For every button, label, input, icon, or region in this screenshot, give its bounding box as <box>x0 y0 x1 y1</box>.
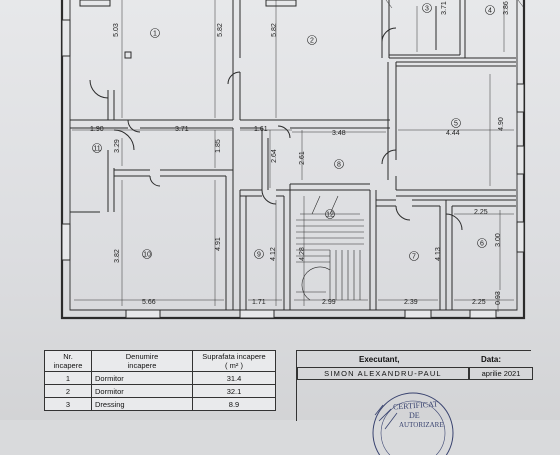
date-label: Data: <box>481 355 502 364</box>
executant-name: SIMON ALEXANDRU-PAUL <box>297 367 469 380</box>
rooms-table: Nr. incapere Denumire incapere Suprafata… <box>44 350 276 411</box>
dim-371-a: 3.71 <box>441 1 448 15</box>
header-nr: Nr. incapere <box>44 350 92 372</box>
table-row: 2 Dormitor 32.1 <box>44 384 276 398</box>
dim-503: 5.03 <box>113 23 120 37</box>
room-number-7: 7 <box>412 254 416 261</box>
dim-261: 2.61 <box>299 151 306 165</box>
dim-300: 3.00 <box>495 233 502 247</box>
row-area: 31.4 <box>192 371 276 385</box>
dim-412: 4.12 <box>270 247 277 261</box>
row-nr: 3 <box>44 397 92 411</box>
room-number-5: 5 <box>454 121 458 128</box>
dim-582-b: 5.82 <box>271 23 278 37</box>
dim-225-b: 2.25 <box>472 299 486 306</box>
header-denumire: Denumire incapere <box>91 350 193 372</box>
dim-239: 2.39 <box>404 299 418 306</box>
dim-161: 1.61 <box>254 126 268 133</box>
header-suprafata: Suprafata incapere ( m² ) <box>192 350 276 372</box>
dim-190: 1.90 <box>90 126 104 133</box>
row-nr: 2 <box>44 384 92 398</box>
dim-299: 2.99 <box>322 299 336 306</box>
room-number-1: 1 <box>153 31 157 38</box>
table-row: 3 Dressing 8.9 <box>44 397 276 411</box>
row-name: Dressing <box>91 397 193 411</box>
room-number-6: 6 <box>480 241 484 248</box>
dim-329: 3.29 <box>114 139 121 153</box>
date-value: aprilie 2021 <box>469 367 533 380</box>
dim-371-b: 3.71 <box>175 126 189 133</box>
row-area: 8.9 <box>192 397 276 411</box>
dim-093: 0.93 <box>495 291 502 305</box>
dim-185: 1.85 <box>215 139 222 153</box>
row-area: 32.1 <box>192 384 276 398</box>
dim-566: 5.66 <box>142 299 156 306</box>
table-header-row: Nr. incapere Denumire incapere Suprafata… <box>44 350 276 372</box>
dim-348: 3.48 <box>332 130 346 137</box>
room-number-4: 4 <box>488 8 492 15</box>
dim-386: 3.86 <box>503 1 510 15</box>
dim-264: 2.64 <box>271 149 278 163</box>
dim-382: 3.82 <box>114 249 121 263</box>
room-number-9: 9 <box>257 252 261 259</box>
dim-171: 1.71 <box>252 299 266 306</box>
row-name: Dormitor <box>91 371 193 385</box>
title-block: Executant, SIMON ALEXANDRU-PAUL Data: ap… <box>296 350 533 455</box>
row-nr: 1 <box>44 371 92 385</box>
dim-428: 4.28 <box>299 247 306 261</box>
stamp-text-autorizare: AUTORIZARE <box>399 421 444 429</box>
row-name: Dormitor <box>91 384 193 398</box>
floor-plan-drawing: 5.03 5.82 5.82 3.71 3.86 1.90 3.71 1.61 … <box>60 0 526 320</box>
dim-225-a: 2.25 <box>474 209 488 216</box>
room-number-3: 3 <box>425 6 429 13</box>
dim-582-a: 5.82 <box>217 23 224 37</box>
room-number-12: 12 <box>326 212 334 219</box>
dim-444: 4.44 <box>446 130 460 137</box>
executant-label: Executant, <box>359 355 400 364</box>
dim-413: 4.13 <box>435 247 442 261</box>
room-number-11: 11 <box>93 146 100 153</box>
room-number-2: 2 <box>310 38 314 45</box>
room-number-10: 10 <box>143 252 151 259</box>
room-number-8: 8 <box>337 162 341 169</box>
dim-490: 4.90 <box>498 117 505 131</box>
stamp-text-de: DE <box>409 411 420 420</box>
table-row: 1 Dormitor 31.4 <box>44 371 276 385</box>
dim-491: 4.91 <box>215 237 222 251</box>
stamp-seal <box>372 392 454 455</box>
